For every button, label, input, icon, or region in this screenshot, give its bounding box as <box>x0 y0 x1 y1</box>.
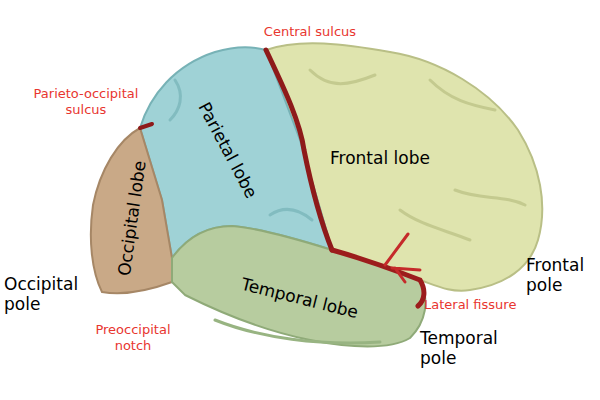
pole-label: Frontal pole <box>526 255 596 296</box>
lateral-fissure-line <box>332 250 424 306</box>
lobe-label: Frontal lobe <box>330 148 430 168</box>
pole-label: Occipital pole <box>4 274 94 315</box>
notch-label: Preoccipital notch <box>90 322 176 353</box>
fissure-label: Lateral fissure <box>424 297 544 313</box>
pole-label: Temporal pole <box>420 328 510 369</box>
occipital-lobe <box>91 128 172 293</box>
central-sulcus-line <box>266 50 332 250</box>
parieto-occipital-line <box>140 124 152 128</box>
sulcus-label: Parieto-occipital sulcus <box>20 86 152 117</box>
temporal-lobe <box>172 226 425 347</box>
lateral-fissure-branches <box>385 234 420 282</box>
sulcus-label: Central sulcus <box>250 24 370 40</box>
